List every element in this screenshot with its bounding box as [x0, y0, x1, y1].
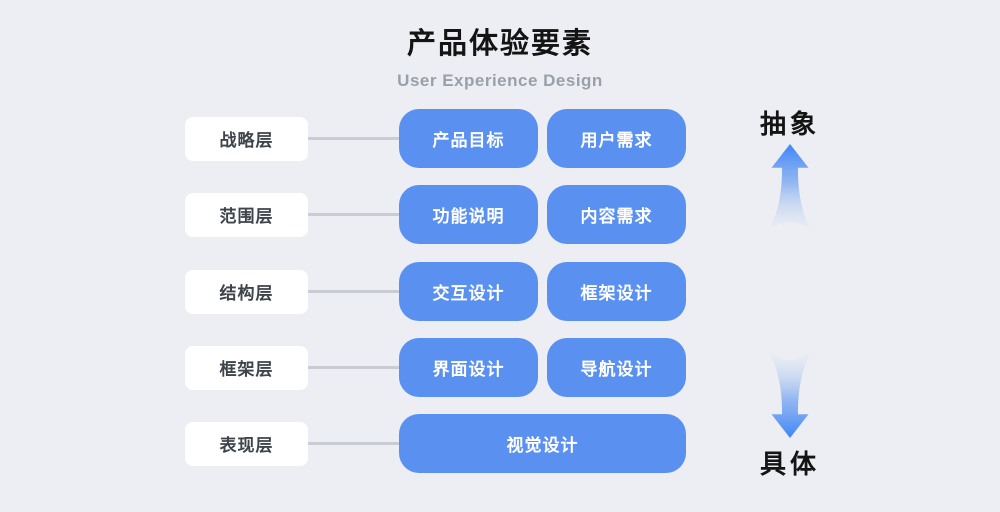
element-box: 交互设计: [399, 262, 538, 321]
connector-line: [308, 442, 399, 445]
element-box: 导航设计: [547, 338, 686, 397]
layer-label: 结构层: [185, 269, 308, 314]
connector-line: [308, 290, 399, 293]
concrete-label: 具体: [759, 449, 820, 479]
row-strategy: 战略层 产品目标 用户需求: [185, 109, 686, 168]
connector-line: [308, 366, 399, 369]
element-box: 框架设计: [547, 262, 686, 321]
page-title: 产品体验要素: [406, 28, 593, 60]
element-box: 产品目标: [399, 109, 538, 168]
row-skeleton: 框架层 界面设计 导航设计: [185, 338, 686, 397]
abstract-label: 抽象: [759, 109, 820, 139]
row-scope: 范围层 功能说明 内容需求: [185, 185, 686, 244]
connector-line: [308, 213, 399, 216]
layer-label: 战略层: [185, 116, 308, 161]
row-surface: 表现层 视觉设计: [185, 414, 686, 473]
layer-label: 表现层: [185, 421, 308, 466]
element-box: 功能说明: [399, 185, 538, 244]
down-arrow-icon: [769, 352, 811, 438]
element-box: 内容需求: [547, 185, 686, 244]
element-box: 用户需求: [547, 109, 686, 168]
element-box: 界面设计: [399, 338, 538, 397]
diagram-header: 产品体验要素 User Experience Design: [0, 20, 1000, 91]
element-box: 视觉设计: [399, 414, 686, 473]
row-structure: 结构层 交互设计 框架设计: [185, 262, 686, 321]
up-arrow-icon: [769, 144, 811, 230]
connector-line: [308, 137, 399, 140]
layer-label: 框架层: [185, 345, 308, 390]
page-subtitle: User Experience Design: [397, 71, 603, 90]
layer-label: 范围层: [185, 192, 308, 237]
